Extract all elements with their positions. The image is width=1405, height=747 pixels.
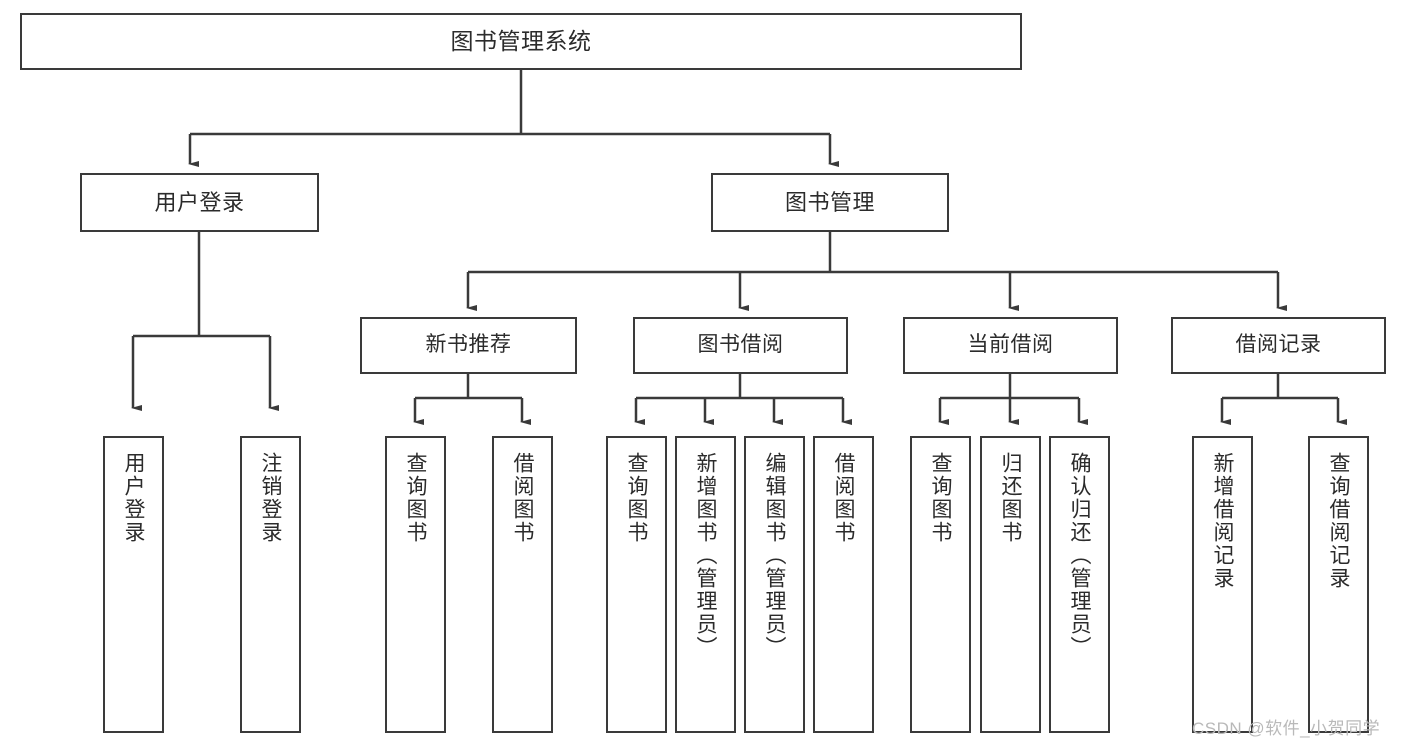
node-leaf-current-return-book-label: 归还图书: [999, 452, 1022, 544]
csdn-watermark: CSDN @软件_小贺同学: [1192, 719, 1381, 738]
node-borrow-record[interactable]: 借阅记录: [1171, 317, 1386, 374]
node-book-manage[interactable]: 图书管理: [711, 173, 949, 232]
node-leaf-borrow-borrow-book-label: 借阅图书: [832, 452, 855, 544]
node-leaf-current-query-book-label: 查询图书: [929, 452, 952, 544]
node-leaf-recommend-query-book[interactable]: 查询图书: [385, 436, 446, 733]
node-leaf-recommend-borrow-book[interactable]: 借阅图书: [492, 436, 553, 733]
node-leaf-borrow-query-book-label: 查询图书: [625, 452, 648, 544]
node-current-borrow-label: 当前借阅: [967, 333, 1054, 357]
node-leaf-current-query-book[interactable]: 查询图书: [910, 436, 971, 733]
node-leaf-record-add-label: 新增借阅记录: [1211, 452, 1234, 590]
node-new-book-recommend[interactable]: 新书推荐: [360, 317, 577, 374]
node-leaf-borrow-add-book[interactable]: 新增图书（管理员）: [675, 436, 736, 733]
node-leaf-record-query-label: 查询借阅记录: [1327, 452, 1350, 590]
node-leaf-user-logout-label: 注销登录: [259, 452, 282, 544]
node-leaf-user-login[interactable]: 用户登录: [103, 436, 164, 733]
node-leaf-borrow-query-book[interactable]: 查询图书: [606, 436, 667, 733]
node-book-borrow[interactable]: 图书借阅: [633, 317, 848, 374]
node-user-login-label: 用户登录: [154, 189, 245, 215]
node-book-borrow-label: 图书借阅: [697, 333, 784, 357]
node-leaf-borrow-add-book-label: 新增图书（管理员）: [694, 452, 717, 659]
node-leaf-recommend-query-book-label: 查询图书: [404, 452, 427, 544]
node-current-borrow[interactable]: 当前借阅: [903, 317, 1118, 374]
node-root-label: 图书管理系统: [450, 27, 592, 54]
node-leaf-borrow-edit-book[interactable]: 编辑图书（管理员）: [744, 436, 805, 733]
node-book-manage-label: 图书管理: [784, 189, 875, 215]
node-leaf-borrow-edit-book-label: 编辑图书（管理员）: [763, 452, 786, 659]
node-leaf-current-return-book[interactable]: 归还图书: [980, 436, 1041, 733]
node-borrow-record-label: 借阅记录: [1235, 333, 1322, 357]
node-leaf-current-confirm-return[interactable]: 确认归还（管理员）: [1049, 436, 1110, 733]
node-user-login[interactable]: 用户登录: [80, 173, 319, 232]
node-leaf-borrow-borrow-book[interactable]: 借阅图书: [813, 436, 874, 733]
node-leaf-record-query[interactable]: 查询借阅记录: [1308, 436, 1369, 733]
node-root[interactable]: 图书管理系统: [20, 13, 1022, 70]
node-new-book-recommend-label: 新书推荐: [425, 333, 512, 357]
node-leaf-recommend-borrow-book-label: 借阅图书: [511, 452, 534, 544]
node-leaf-current-confirm-return-label: 确认归还（管理员）: [1068, 452, 1091, 659]
node-leaf-user-login-label: 用户登录: [122, 452, 145, 544]
node-leaf-user-logout[interactable]: 注销登录: [240, 436, 301, 733]
node-leaf-record-add[interactable]: 新增借阅记录: [1192, 436, 1253, 733]
